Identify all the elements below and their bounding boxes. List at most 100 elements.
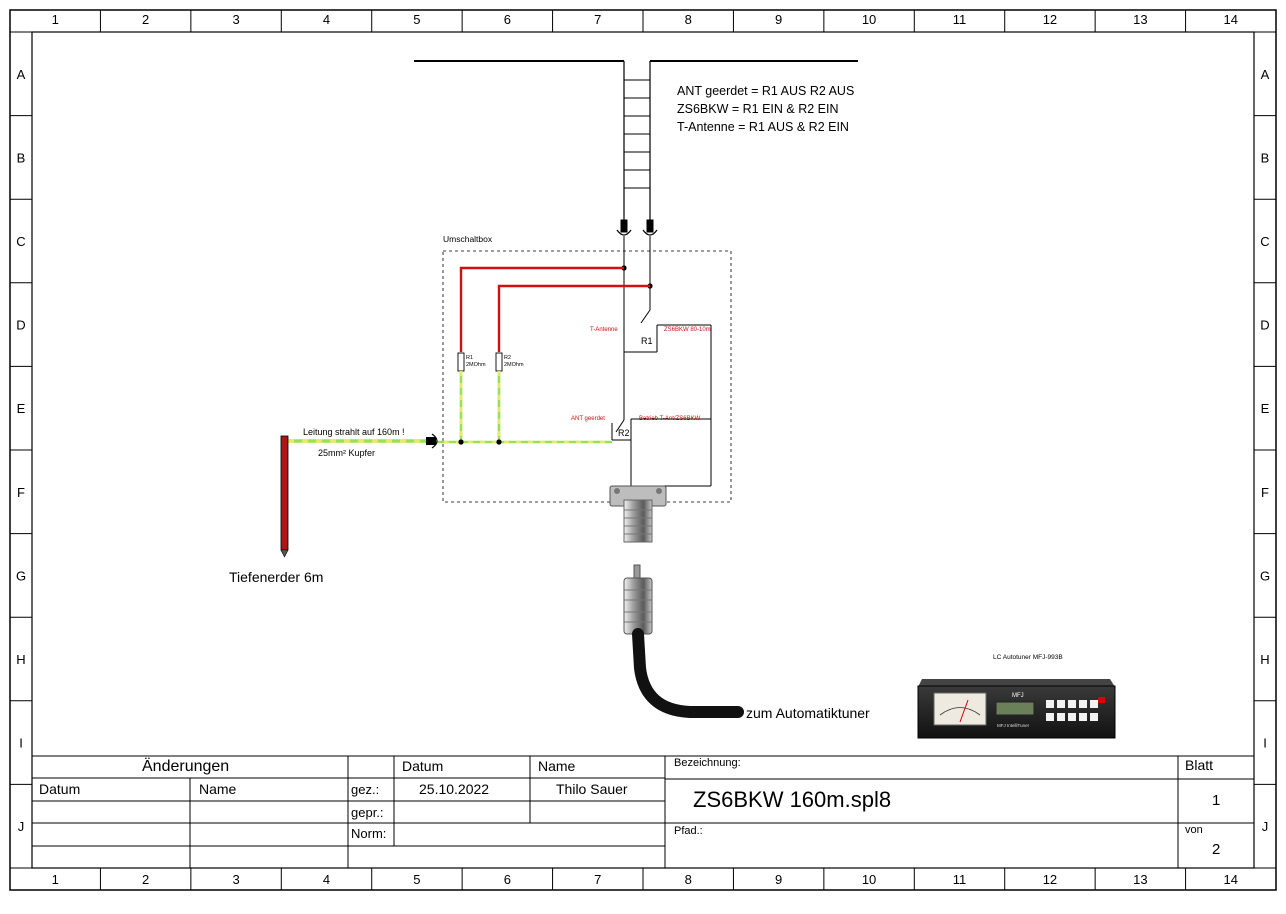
right-row-label: C bbox=[1260, 234, 1269, 249]
tuner-button bbox=[1079, 713, 1087, 721]
r1-value: 2MOhm bbox=[466, 362, 486, 368]
tuner-logo: MFJ bbox=[1012, 693, 1024, 699]
right-row-label: H bbox=[1260, 652, 1269, 667]
tuner-button bbox=[1046, 713, 1054, 721]
bottom-column-label: 2 bbox=[142, 872, 149, 887]
right-row-label: F bbox=[1261, 485, 1269, 500]
bottom-column-label: 5 bbox=[413, 872, 420, 887]
box-title: Umschaltbox bbox=[443, 234, 493, 244]
tuner-button bbox=[1068, 700, 1076, 708]
ground-cable-label: 25mm² Kupfer bbox=[318, 448, 375, 458]
coax-cable: zum Automatiktuner bbox=[632, 628, 870, 721]
left-row-label: F bbox=[17, 485, 25, 500]
top-column-label: 11 bbox=[953, 12, 967, 27]
bottom-column-label: 1 bbox=[52, 872, 59, 887]
sheet-total: 2 bbox=[1212, 841, 1221, 858]
left-row-label: G bbox=[16, 568, 26, 583]
bottom-column-label: 9 bbox=[775, 872, 782, 887]
top-column-label: 5 bbox=[413, 12, 420, 27]
bottom-column-label: 13 bbox=[1133, 872, 1147, 887]
datum-header: Datum bbox=[402, 758, 444, 774]
top-column-label: 2 bbox=[142, 12, 149, 27]
right-row-label: E bbox=[1261, 401, 1270, 416]
switch-box: Umschaltbox bbox=[432, 234, 732, 503]
legend-line-3: T-Antenne = R1 AUS & R2 EIN bbox=[677, 120, 849, 134]
top-column-label: 8 bbox=[685, 12, 692, 27]
changes-col-name: Name bbox=[199, 781, 237, 797]
pfad-label: Pfad.: bbox=[674, 825, 703, 837]
bottom-column-label: 6 bbox=[504, 872, 511, 887]
switch-legend: ANT geerdet = R1 AUS R2 AUS ZS6BKW = R1 … bbox=[677, 84, 854, 134]
top-column-label: 1 bbox=[52, 12, 59, 27]
bottom-column-label: 8 bbox=[685, 872, 692, 887]
bottom-column-label: 7 bbox=[594, 872, 601, 887]
bottom-column-label: 14 bbox=[1224, 872, 1238, 887]
aenderungen-header: Änderungen bbox=[142, 758, 230, 775]
right-row-label: J bbox=[1262, 819, 1269, 834]
top-column-label: 7 bbox=[594, 12, 601, 27]
gepr-label: gepr.: bbox=[351, 805, 384, 820]
drawn-by: Thilo Sauer bbox=[556, 781, 628, 797]
right-row-label: A bbox=[1261, 67, 1270, 82]
left-row-label: B bbox=[17, 150, 26, 165]
blatt-label: Blatt bbox=[1185, 757, 1214, 773]
legend-line-1: ANT geerdet = R1 AUS R2 AUS bbox=[677, 84, 854, 98]
top-column-label: 12 bbox=[1043, 12, 1057, 27]
ground-line-note: Leitung strahlt auf 160m ! bbox=[303, 427, 405, 437]
tuner-button bbox=[1090, 700, 1098, 708]
ant-geerdet-contact-label: ANT geerdet bbox=[571, 416, 605, 422]
left-row-label: J bbox=[18, 819, 25, 834]
drawn-date: 25.10.2022 bbox=[419, 781, 490, 797]
right-row-label: G bbox=[1260, 568, 1270, 583]
top-column-label: 14 bbox=[1224, 12, 1238, 27]
bottom-column-label: 4 bbox=[323, 872, 330, 887]
tuner-button bbox=[1090, 713, 1098, 721]
tuner-button bbox=[1079, 700, 1087, 708]
left-row-label: D bbox=[16, 318, 25, 333]
ground-cable: Leitung strahlt auf 160m ! 25mm² Kupfer bbox=[288, 427, 438, 458]
top-column-label: 13 bbox=[1133, 12, 1147, 27]
tuner-button bbox=[1046, 700, 1054, 708]
top-column-label: 3 bbox=[232, 12, 239, 27]
right-row-label: I bbox=[1263, 736, 1267, 751]
zs6bkw-contact-label: ZS6BKW 80-10m bbox=[664, 327, 711, 333]
right-row-label: B bbox=[1261, 150, 1270, 165]
tuner-button bbox=[1068, 713, 1076, 721]
tuner-cable-label: zum Automatiktuner bbox=[746, 705, 870, 721]
bottom-column-label: 11 bbox=[953, 872, 967, 887]
tuner-device-label: LC Autotuner MFJ-993B bbox=[993, 654, 1063, 661]
bezeichnung-label: Bezeichnung: bbox=[674, 757, 741, 769]
left-row-label: C bbox=[16, 234, 25, 249]
top-column-label: 9 bbox=[775, 12, 782, 27]
r2-label: R2 bbox=[504, 355, 511, 361]
earth-rod: Tiefenerder 6m bbox=[229, 435, 323, 585]
title-block bbox=[32, 755, 1254, 868]
relay-r2: R2 bbox=[618, 428, 630, 438]
von-label: von bbox=[1185, 824, 1203, 836]
changes-col-datum: Datum bbox=[39, 781, 81, 797]
top-column-label: 10 bbox=[862, 12, 876, 27]
right-row-label: D bbox=[1260, 318, 1269, 333]
bottom-column-label: 12 bbox=[1043, 872, 1057, 887]
tuner-button bbox=[1057, 700, 1065, 708]
so239-socket bbox=[609, 485, 667, 543]
left-row-label: A bbox=[17, 67, 26, 82]
autotuner-device: LC Autotuner MFJ-993B MFJ MFJ IntelliTun… bbox=[917, 654, 1116, 739]
top-column-label: 4 bbox=[323, 12, 330, 27]
tuner-button bbox=[1057, 713, 1065, 721]
left-row-label: H bbox=[16, 652, 25, 667]
norm-label: Norm: bbox=[351, 826, 387, 841]
sheet-number: 1 bbox=[1212, 792, 1221, 809]
relay-r1: R1 bbox=[641, 336, 653, 346]
legend-line-2: ZS6BKW = R1 EIN & R2 EIN bbox=[677, 102, 839, 116]
drawing-title: ZS6BKW 160m.spl8 bbox=[693, 787, 892, 812]
top-column-label: 6 bbox=[504, 12, 511, 27]
tuner-panel-text: MFJ IntelliTuner bbox=[997, 723, 1030, 728]
left-row-label: E bbox=[17, 401, 26, 416]
left-row-label: I bbox=[19, 736, 23, 751]
t-antenne-contact-label: T-Antenne bbox=[590, 327, 618, 333]
earth-rod-label: Tiefenerder 6m bbox=[229, 569, 323, 585]
bottom-column-label: 3 bbox=[232, 872, 239, 887]
